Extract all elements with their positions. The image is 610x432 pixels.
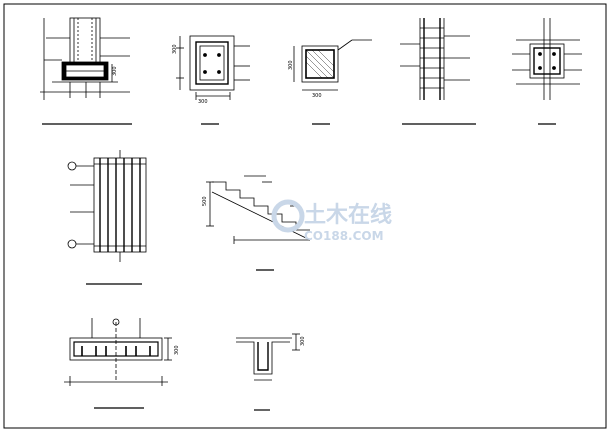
dim-label-1: 300 — [112, 66, 118, 76]
detail-column-section-a — [176, 35, 250, 100]
detail-column-longitudinal — [67, 150, 147, 262]
watermark-logo: 土木在线 CO188.COM — [271, 199, 392, 243]
watermark-text-en: CO188.COM — [304, 229, 384, 243]
detail-gutter-section — [236, 333, 300, 381]
dim-label-6: 500 — [202, 196, 208, 206]
detail-column-rebar-elevation — [400, 18, 470, 100]
detail-foundation-beam — [64, 318, 172, 386]
detail-column-joint-section — [512, 18, 582, 100]
watermark-logo-icon — [271, 199, 305, 233]
dim-label-5: 300 — [312, 93, 322, 99]
sheet-border — [3, 3, 607, 429]
dim-label-8: 300 — [300, 336, 306, 346]
dim-label-7: 300 — [174, 345, 180, 355]
dim-label-2: 300 — [172, 44, 178, 54]
watermark-text-cn: 土木在线 — [304, 202, 392, 228]
detail-column-elevation — [40, 17, 130, 100]
detail-column-section-b — [293, 39, 372, 91]
dim-label-4: 300 — [288, 60, 294, 70]
detail-stair-section — [206, 175, 311, 244]
dim-label-3: 300 — [198, 99, 208, 105]
